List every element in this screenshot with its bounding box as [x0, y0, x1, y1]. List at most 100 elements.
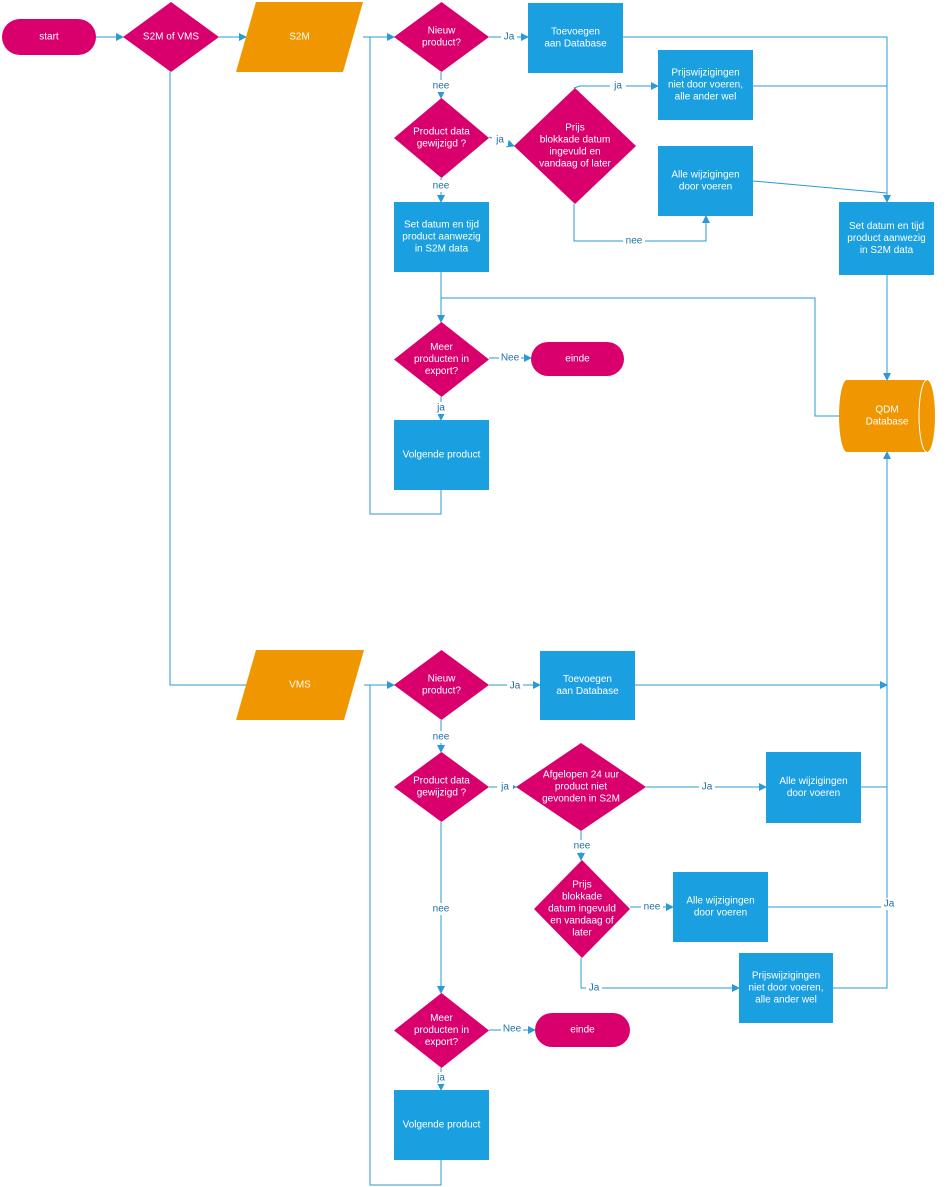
- vms-io: VMS: [236, 650, 364, 720]
- s2m-toevoegen-label-line: Toevoegen: [551, 27, 600, 38]
- s2m-alle-wijz-label-line: door voeren: [679, 182, 732, 193]
- edge-label-background: [433, 1072, 449, 1084]
- io-shape: [236, 650, 364, 720]
- edge-label-s2m-nieuw-nee: nee: [430, 80, 452, 92]
- vms-nieuw-label-line: product?: [422, 686, 461, 697]
- s2m-meer-label-line: producten in: [414, 354, 469, 365]
- edge-label-background: [430, 80, 452, 92]
- edge-label-background: [501, 1023, 523, 1035]
- edge-label-s2m-gewijzigd-ja: ja: [492, 134, 508, 146]
- process-shape: [766, 752, 861, 823]
- vms-einde-label-line: einde: [570, 1025, 595, 1036]
- edge-label-text: Ja: [884, 899, 895, 910]
- edge-label-s2m-blokkade-nee: nee: [623, 235, 645, 247]
- vms-prijs-blokkade-label-line: en vandaag of: [550, 916, 614, 927]
- process-shape: [673, 872, 768, 942]
- vms-gewijzigd-label-line: Product data: [413, 776, 470, 787]
- decision-shape: [394, 752, 489, 822]
- decision-shape: [394, 322, 489, 397]
- s2m-gewijzigd-label-line: gewijzigd ?: [417, 139, 467, 150]
- edge-label-s2m-meer-ja: ja: [433, 402, 449, 414]
- connector-32: [833, 451, 891, 989]
- vms-prijs-blokkade-label-line: later: [572, 928, 592, 939]
- vms-einde-terminator: einde: [535, 1013, 630, 1047]
- s2m-einde-terminator: einde: [531, 342, 624, 376]
- edge-label-background: [499, 352, 521, 364]
- s2m-or-vms-label-line: S2M of VMS: [143, 32, 199, 43]
- edge-label-background: [586, 982, 602, 994]
- edge-label-background: [571, 840, 593, 852]
- edge-label-text: ja: [436, 1073, 445, 1084]
- connector-20: [169, 72, 257, 689]
- edge-label-vms-gewijzigd-nee: nee: [430, 903, 452, 915]
- start-terminator: start: [2, 19, 96, 55]
- process-shape: [540, 651, 635, 720]
- edge-label-background: [623, 235, 645, 247]
- connector-9: [753, 85, 888, 202]
- edge-label-background: [610, 80, 626, 92]
- edge-label-text: Nee: [503, 1024, 522, 1035]
- vms-alle-wijz-1-label-line: door voeren: [787, 788, 840, 799]
- edge-label-vms-nieuw-nee: nee: [430, 731, 452, 743]
- edge-label-background: [430, 903, 452, 915]
- s2m-einde-label-line: einde: [565, 354, 590, 365]
- s2m-gewijzigd-label-line: Product data: [413, 127, 470, 138]
- vms-alle-wijz-2-label-line: door voeren: [694, 908, 747, 919]
- edge-label-text: Ja: [510, 681, 521, 692]
- vms-meer-label-line: producten in: [414, 1025, 469, 1036]
- s2m-meer-label-line: Meer: [430, 342, 453, 353]
- edge-label-text: nee: [644, 902, 661, 913]
- process-shape: [528, 3, 623, 73]
- s2m-prijswijz-label-line: alle ander wel: [675, 92, 737, 103]
- process-shape: [658, 146, 753, 216]
- vms-afgelopen-label-line: gevonden in S2M: [542, 794, 620, 805]
- s2m-set-datum-label-line: in S2M data: [415, 244, 469, 255]
- s2m-meer-label-line: export?: [425, 366, 459, 377]
- edge-label-text: Ja: [504, 32, 515, 43]
- edge-label-vms-meer-ja: ja: [433, 1072, 449, 1084]
- vms-alle-wijz-1-label-line: Alle wijzigingen: [779, 776, 847, 787]
- database-body: [839, 380, 935, 452]
- vms-gewijzigd-label-line: gewijzigd ?: [417, 788, 467, 799]
- vms-label-line: VMS: [289, 680, 311, 691]
- set-datum-right-label-line: product aanwezig: [847, 233, 925, 244]
- edge-label-s2m-blokkade-ja: ja: [610, 80, 626, 92]
- edge-label-text: ja: [436, 403, 445, 414]
- decision-shape: [394, 993, 489, 1068]
- connector-11: [752, 180, 888, 194]
- vms-meer-label-line: Meer: [430, 1013, 453, 1024]
- set-datum-right-label-line: in S2M data: [860, 245, 914, 256]
- edge-label-background: [492, 134, 508, 146]
- vms-volgende-label-line: Volgende product: [403, 1120, 481, 1131]
- edge-label-vms-right-ja: Ja: [881, 898, 897, 910]
- decision-shape: [123, 2, 219, 72]
- s2m-prijs-blokkade-label-line: ingevuld en: [549, 147, 600, 158]
- process-shape: [394, 202, 489, 272]
- s2m-volgende-label-line: Volgende product: [403, 450, 481, 461]
- set-datum-right-label-line: Set datum en tijd: [849, 221, 924, 232]
- edge-label-background: [699, 781, 715, 793]
- process-shape: [739, 953, 833, 1023]
- process-shape: [394, 420, 489, 490]
- io-shape: [236, 2, 363, 72]
- s2m-nieuw-label-line: product?: [422, 38, 461, 49]
- s2m-prijs-blokkade-label-line: blokkade datum: [540, 135, 611, 146]
- decision-shape: [514, 88, 636, 204]
- s2m-set-datum-label-line: Set datum en tijd: [404, 220, 479, 231]
- decision-shape: [394, 2, 489, 72]
- s2m-prijswijz-label-line: Prijswijzigingen: [671, 68, 739, 79]
- vms-prijs-blokkade-label-line: datum ingevuld: [548, 904, 616, 915]
- s2m-set-datum-label-line: product aanwezig: [402, 232, 480, 243]
- edge-label-text: Ja: [589, 983, 600, 994]
- decision-shape: [534, 860, 630, 958]
- edge-label-background: [881, 898, 897, 910]
- connector-36: [369, 684, 442, 1186]
